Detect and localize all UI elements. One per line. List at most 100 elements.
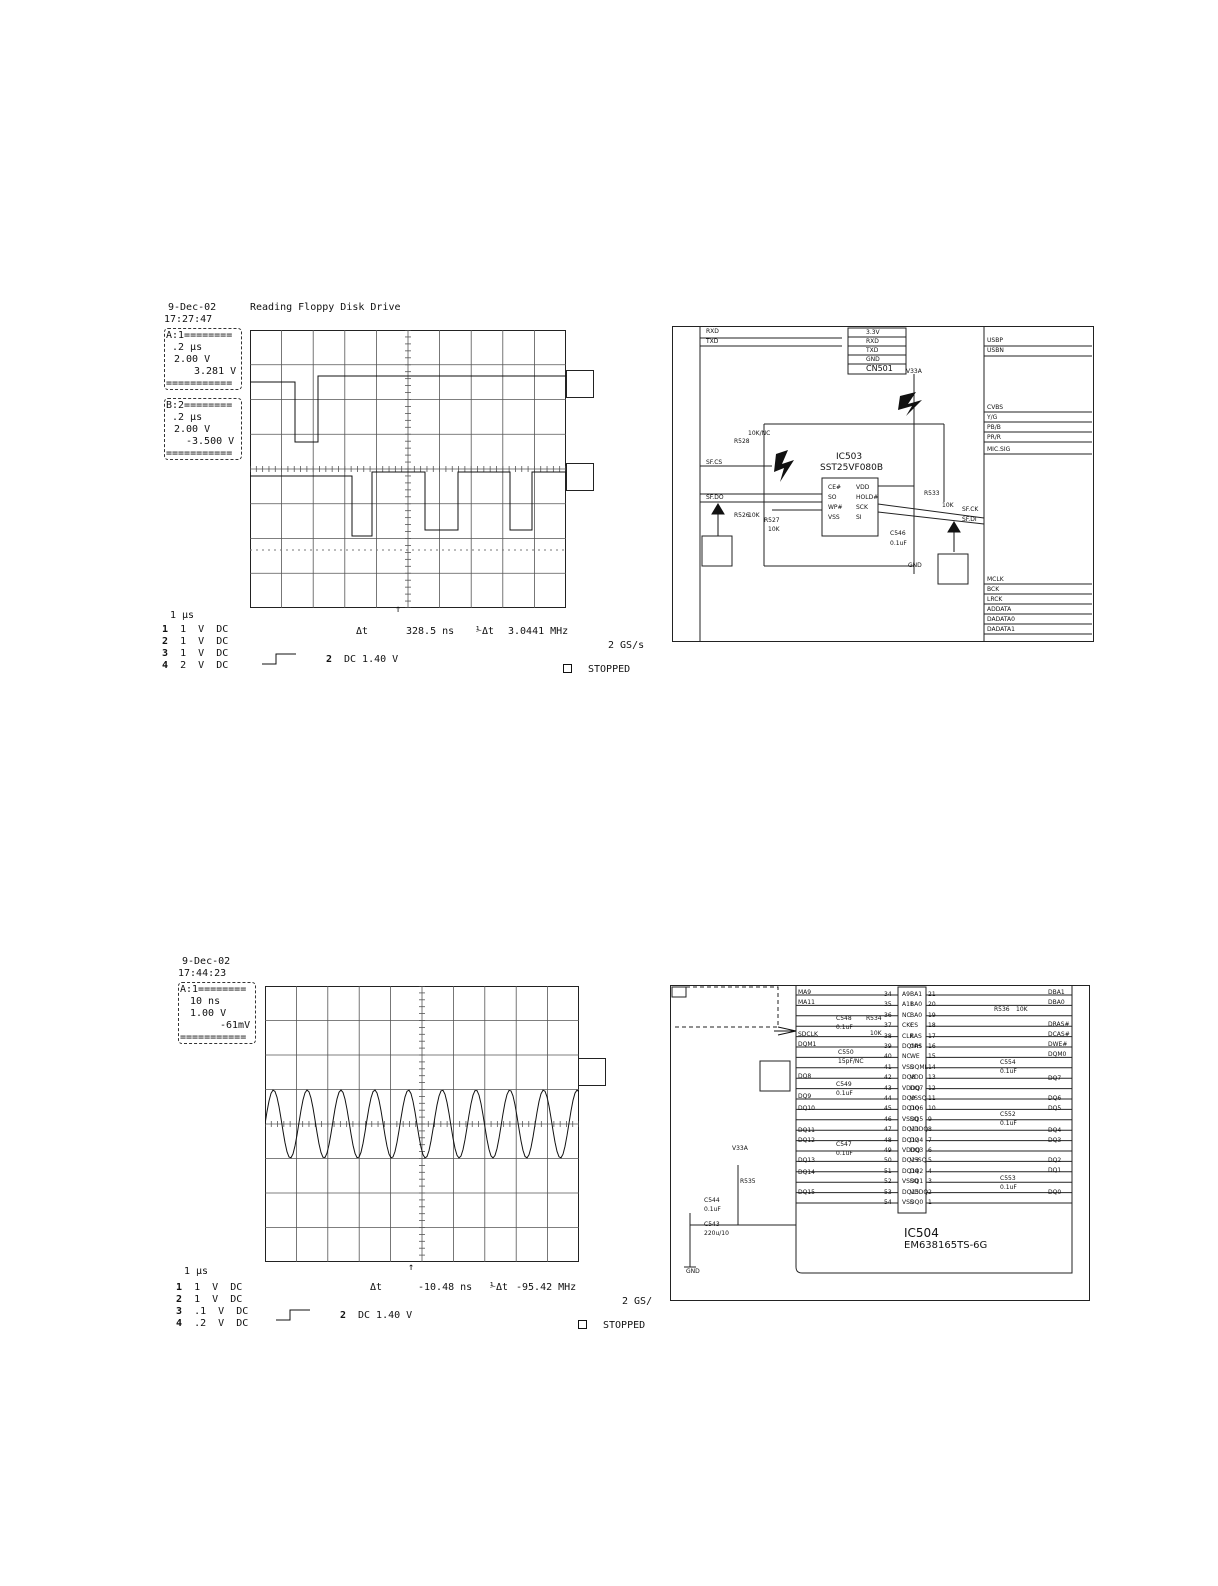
schematic2-cap-label: C547 bbox=[836, 1141, 852, 1148]
schematic2-pin-num-left: 52 bbox=[884, 1178, 892, 1186]
scope1-trace-ch2 bbox=[250, 471, 566, 537]
scope1-channel-a-timebase: .2 µs bbox=[172, 342, 203, 353]
scope2-time: 17:44:23 bbox=[178, 968, 227, 979]
schematic2-pin-name-right: RAS bbox=[910, 1032, 922, 1040]
schematic2-pin-name-left: DQMH bbox=[902, 1043, 922, 1050]
schematic2-pin-name-left: CLK bbox=[902, 1032, 914, 1040]
schematic2-pin-num-left: 54 bbox=[884, 1199, 892, 1206]
schematic1-right-signal: PR/R bbox=[987, 434, 1001, 441]
ch-num: 4 bbox=[176, 1318, 183, 1329]
schematic2-left-signal: MA11 bbox=[798, 999, 815, 1006]
schematic2-pin-num-left: 38 bbox=[884, 1032, 892, 1040]
schematic1-arrow-right-icon bbox=[947, 521, 961, 552]
schematic2-right-signal: DQ2 bbox=[1048, 1157, 1062, 1164]
scope1-channel-list: 1 1 V DC 2 1 V DC 3 1 V DC 4 2 V DC bbox=[162, 624, 228, 672]
scope2-trigger-info: DC 1.40 V bbox=[358, 1310, 413, 1321]
schematic2-pin-name-left: NC bbox=[902, 1011, 911, 1019]
schematic1-esd-icon-2 bbox=[774, 450, 794, 482]
scope2-trigger-channel: 2 bbox=[340, 1310, 347, 1321]
schematic2-left-signal: DQ11 bbox=[798, 1127, 815, 1134]
ch-num: 1 bbox=[162, 624, 169, 635]
schematic2-right-signal: DQ1 bbox=[1048, 1167, 1062, 1174]
ch-num: 3 bbox=[176, 1306, 183, 1317]
schematic1-right-signal: MCLK bbox=[987, 576, 1004, 583]
schematic2-pin-name-left: DQ12 bbox=[902, 1136, 919, 1144]
schematic2-pin-num-left: 37 bbox=[884, 1022, 892, 1030]
scope2-grid bbox=[265, 986, 579, 1262]
scope1-channel-row-2: 2 1 V DC bbox=[162, 636, 228, 648]
schematic2-pin-name-right: DQ2 bbox=[910, 1167, 924, 1175]
scope2-delta-value: -10.48 ns bbox=[418, 1282, 473, 1293]
schematic1-conn-pin-2: RXD bbox=[866, 338, 879, 345]
schematic2-pin-num-right: 10 bbox=[928, 1105, 936, 1113]
scope2-status-square-icon bbox=[578, 1320, 587, 1329]
ch-coupling: DC bbox=[216, 624, 229, 635]
schematic2-cap-label: C554 bbox=[1000, 1059, 1016, 1066]
schematic1-supply: V33A bbox=[906, 368, 922, 375]
scope2-channel-a-tag: A:1======== bbox=[180, 984, 247, 995]
schematic1-arrow-left-icon bbox=[711, 503, 725, 536]
schematic2-pin-name-left: VSSQ bbox=[902, 1178, 919, 1186]
scope1-time: 17:27:47 bbox=[164, 314, 213, 325]
schematic2-pin-name-right: CAS bbox=[910, 1043, 923, 1050]
schematic2-pin-num-right: 15 bbox=[928, 1053, 936, 1061]
schematic2-pin-num-right: 6 bbox=[928, 1147, 932, 1154]
ch-coupling: DC bbox=[230, 1294, 243, 1305]
schematic1-right-signal: USBP bbox=[987, 337, 1003, 344]
schematic2-pin-num-left: 47 bbox=[884, 1126, 892, 1134]
schematic2-pin-num-left: 42 bbox=[884, 1074, 892, 1082]
schematic2-cap-value: 0.1uF bbox=[1000, 1184, 1017, 1191]
schematic1-c546-value: 0.1uF bbox=[890, 540, 907, 547]
schematic1-r527: R527 bbox=[764, 517, 780, 524]
scope1-title: Reading Floppy Disk Drive bbox=[250, 302, 401, 313]
schematic2-left-signal: DQM1 bbox=[798, 1041, 817, 1048]
schematic2-pin-name-left: VDDQ bbox=[902, 1084, 921, 1092]
schematic2-drawing bbox=[670, 985, 1090, 1301]
schematic1-ic-part: SST25VF080B bbox=[820, 463, 884, 473]
ch-num: 1 bbox=[176, 1282, 183, 1293]
ch-scale: 1 bbox=[180, 624, 187, 635]
schematic2-callout bbox=[759, 1060, 791, 1092]
schematic2-pin-num-left: 39 bbox=[884, 1043, 892, 1050]
schematic1-right-signal: LRCK bbox=[987, 596, 1003, 603]
schematic2-left-signal: DQ15 bbox=[798, 1189, 815, 1196]
schematic2-cap-value: 0.1uF bbox=[836, 1024, 853, 1031]
schematic1-ic-pin: CE# bbox=[828, 484, 842, 491]
schematic2-pin-name-right: DQ1 bbox=[910, 1178, 924, 1186]
schematic2-ic-name: IC504 bbox=[904, 1226, 939, 1240]
schematic1-frame bbox=[672, 326, 1094, 642]
schematic2-pin-name-left: DQ10 bbox=[902, 1105, 919, 1113]
scope2-channel-a-reading: -61mV bbox=[220, 1020, 251, 1031]
scope1-channel-b-sep: =========== bbox=[166, 448, 233, 459]
schematic2-cap-label: C543 bbox=[704, 1221, 720, 1228]
ch-unit: V bbox=[198, 636, 205, 647]
schematic2-cap-value: 0.1uF bbox=[1000, 1120, 1017, 1127]
schematic2-pin-num-left: 49 bbox=[884, 1147, 892, 1154]
schematic2-pin-num-left: 50 bbox=[884, 1157, 892, 1165]
schematic2-pin-name-left: DQ15 bbox=[902, 1188, 919, 1196]
schematic2-pin-num-right: 20 bbox=[928, 1001, 936, 1009]
schematic2-cap-value: 15pF/NC bbox=[838, 1058, 864, 1065]
schematic2-cap-value: 0.1uF bbox=[836, 1090, 853, 1097]
schematic2-r534-value: 10K bbox=[870, 1030, 882, 1037]
schematic2-ic-part: EM638165TS-6G bbox=[904, 1240, 988, 1251]
schematic1-esd-icon-1 bbox=[898, 392, 922, 416]
schematic2-r536: R536 bbox=[994, 1006, 1010, 1013]
schematic2-arrow-icon bbox=[774, 1026, 797, 1036]
scope1-freq-icon: ⅟Δt bbox=[476, 626, 495, 637]
scope2-channel-row-1: 1 1 V DC bbox=[176, 1282, 248, 1294]
schematic2-pin-num-left: 48 bbox=[884, 1136, 892, 1144]
schematic2-right-signal: DQ5 bbox=[1048, 1105, 1062, 1112]
scope2-channel-a-box bbox=[178, 982, 256, 1044]
schematic2-left-signal: DQ9 bbox=[798, 1093, 812, 1100]
ch-unit: V bbox=[218, 1306, 225, 1317]
ch-unit: V bbox=[198, 660, 205, 671]
schematic2-cap-label: C553 bbox=[1000, 1175, 1016, 1182]
ch-scale: .1 bbox=[194, 1306, 207, 1317]
ch-scale: .2 bbox=[194, 1318, 207, 1329]
schematic1-r527-value: 10K bbox=[768, 526, 780, 533]
schematic1-r533-value: 10K bbox=[942, 502, 954, 509]
schematic2-right-signal: DQ6 bbox=[1048, 1095, 1062, 1102]
schematic2-right-signal: DRAS# bbox=[1048, 1021, 1070, 1028]
schematic1-connector-name: CN501 bbox=[866, 364, 893, 373]
